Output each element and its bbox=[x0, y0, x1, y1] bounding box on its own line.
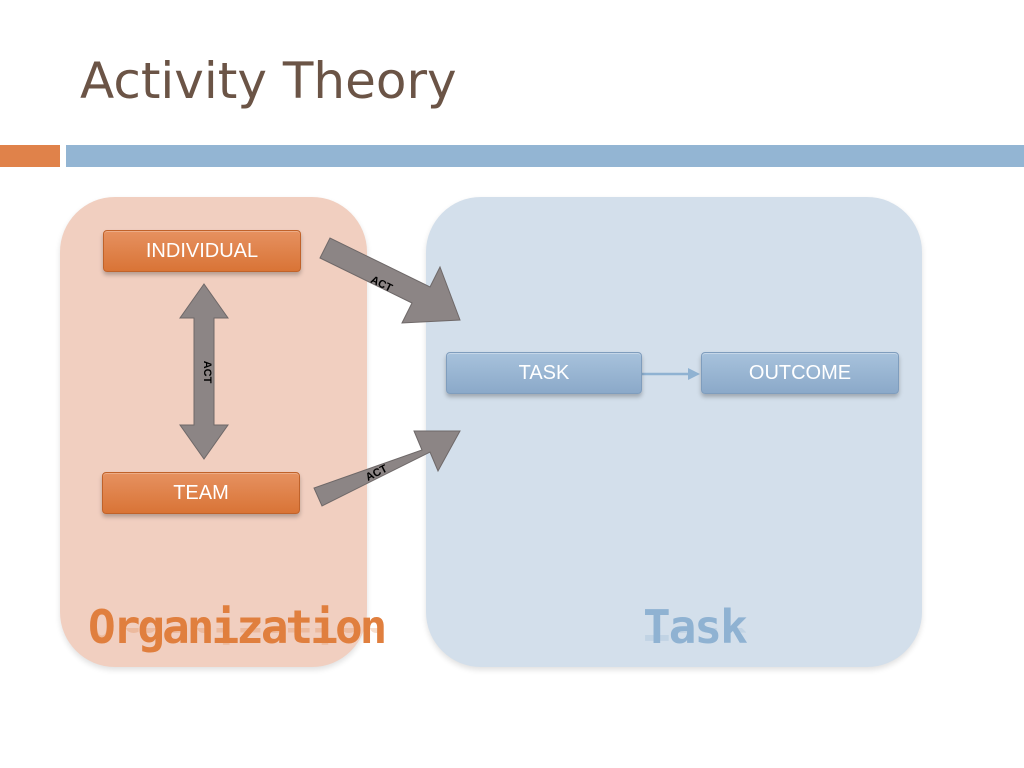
node-outcome: OUTCOME bbox=[701, 352, 899, 394]
arrow-individual-team: ACT bbox=[179, 283, 229, 460]
arrow-label-individual-team: ACT bbox=[201, 361, 213, 384]
node-team: TEAM bbox=[102, 472, 300, 514]
task-panel-label: Task bbox=[643, 600, 748, 654]
organization-label: Organization bbox=[88, 600, 387, 654]
arrow-individual-to-task: ACT bbox=[319, 237, 461, 324]
arrow-team-to-task: ACT bbox=[313, 430, 461, 507]
organization-label-reflection: Organization bbox=[88, 628, 384, 650]
node-task: TASK bbox=[446, 352, 642, 394]
slide-title: Activity Theory bbox=[80, 52, 457, 110]
task-panel bbox=[426, 197, 922, 667]
title-rule-blue bbox=[66, 145, 1024, 167]
title-rule-orange bbox=[0, 145, 60, 167]
task-panel-label-reflection: Task bbox=[643, 628, 746, 650]
node-individual: INDIVIDUAL bbox=[103, 230, 301, 272]
arrow-task-to-outcome bbox=[642, 368, 700, 380]
